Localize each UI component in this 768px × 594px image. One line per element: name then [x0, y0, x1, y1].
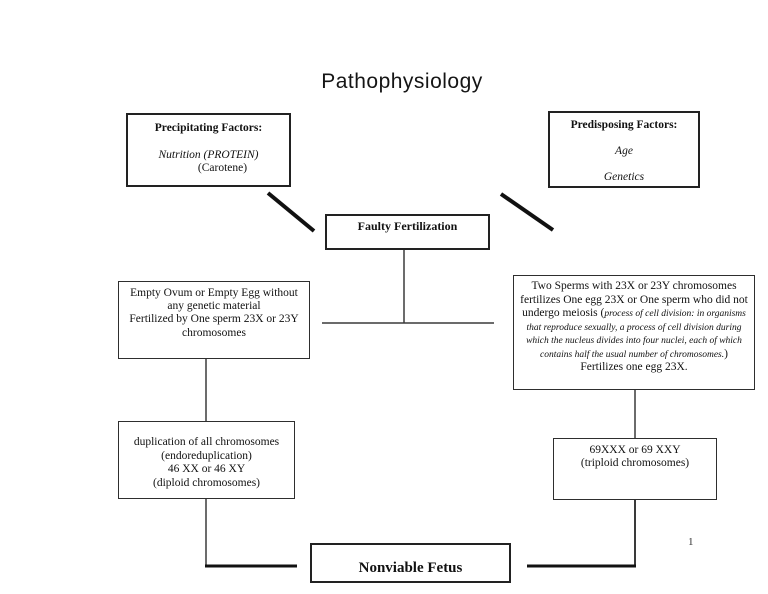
empty-ovum-text: Empty Ovum or Empty Egg without any gene… [129, 287, 299, 339]
carotene-text: (Carotene) [197, 162, 248, 175]
two-sperms-main-text: Two Sperms with 23X or 23Y chromosomes f… [520, 280, 748, 320]
page-number: 1 [688, 536, 694, 548]
connector-precipitating-to-faulty [266, 191, 316, 233]
meiosis-definition-text: process of cell division: in organisms t… [526, 309, 746, 360]
predisposing-factors-heading: Predisposing Factors: [570, 119, 678, 131]
two-sperms-box: Two Sperms with 23X or 23Y chromosomes f… [513, 275, 755, 390]
two-sperms-close-paren: ) [724, 347, 728, 360]
precipitating-factors-heading: Precipitating Factors: [154, 122, 263, 134]
genetics-text: Genetics [603, 171, 645, 184]
connector-predisposing-to-faulty [499, 192, 555, 232]
precipitating-factors-box: Precipitating Factors: Nutrition (PROTEI… [126, 113, 291, 187]
page-title: Pathophysiology [321, 70, 483, 93]
age-text: Age [615, 145, 633, 158]
faulty-fertilization-label: Faulty Fertilization [357, 219, 458, 233]
nonviable-fetus-box: Nonviable Fetus [310, 543, 511, 583]
triploid-text: 69XXX or 69 XXY (triploid chromosomes) [580, 444, 690, 470]
fertilizes-one-egg-text: Fertilizes one egg 23X. [580, 361, 688, 374]
nonviable-fetus-label: Nonviable Fetus [358, 559, 463, 576]
nutrition-protein-text: Nutrition (PROTEIN) [158, 149, 259, 162]
duplication-text: duplication of all chromosomes (endoredu… [133, 436, 280, 489]
duplication-box: duplication of all chromosomes (endoredu… [118, 421, 295, 499]
predisposing-factors-box: Predisposing Factors: Age Genetics [548, 111, 700, 188]
triploid-box: 69XXX or 69 XXY (triploid chromosomes) [553, 438, 717, 500]
faulty-fertilization-box: Faulty Fertilization [325, 214, 490, 250]
empty-ovum-box: Empty Ovum or Empty Egg without any gene… [118, 281, 310, 359]
